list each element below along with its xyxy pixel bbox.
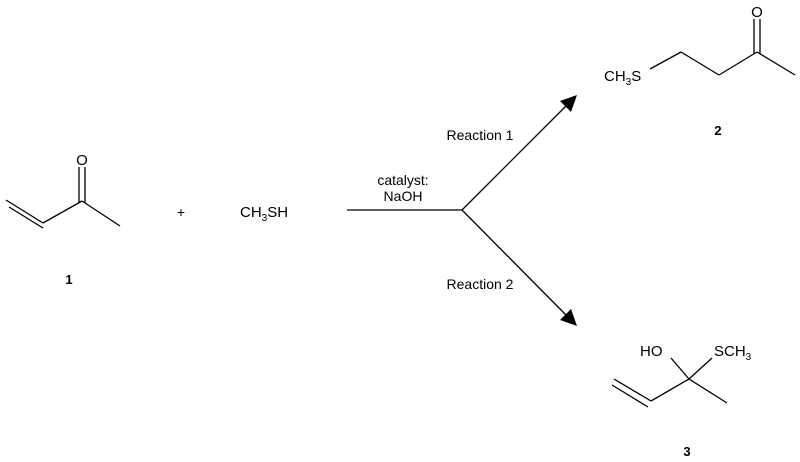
- group-s: S: [631, 68, 641, 85]
- oxygen-atom: O: [76, 152, 88, 169]
- formula-subscript: 3: [262, 213, 268, 224]
- bond-carbonyl-methyl: [756, 51, 796, 76]
- arrowhead-down: [560, 309, 577, 326]
- bond-vinyl-double-a: [613, 378, 652, 402]
- compound-2: O CH3S 2: [604, 4, 796, 138]
- bond-ch2-ch2: [680, 51, 720, 76]
- bond-vinyl-double-a: [5, 199, 44, 224]
- group-sch: SCH: [714, 343, 746, 360]
- hydroxyl-group: HO: [640, 343, 663, 360]
- arrow-branch-up: [461, 105, 567, 211]
- bond-vinyl-double-b: [611, 384, 649, 408]
- methylthio-group: SCH3: [714, 343, 752, 363]
- bond-quaternary-s: [688, 357, 713, 380]
- bond-s-ch2: [649, 51, 682, 70]
- bond-quaternary-oh: [670, 357, 690, 380]
- formula-ch: CH: [240, 204, 262, 221]
- methanethiol-formula: CH3SH: [240, 204, 288, 224]
- group-subscript: 3: [746, 352, 752, 363]
- group-subscript: 3: [626, 77, 632, 88]
- compound-1: O 1: [5, 152, 121, 287]
- arrowhead-up: [560, 95, 577, 112]
- condition-base: NaOH: [384, 188, 423, 204]
- bond-ch-quaternary: [650, 378, 690, 402]
- condition-catalyst: catalyst:: [377, 172, 428, 188]
- oxygen-atom: O: [751, 4, 763, 21]
- methylthio-group: CH3S: [604, 68, 641, 88]
- formula-sh: SH: [267, 204, 288, 221]
- bond-vinyl-double-b: [8, 206, 44, 229]
- compound-number-2: 2: [714, 123, 721, 138]
- bond-ch2-carbonyl: [718, 51, 758, 76]
- compound-3: HO SCH3 3: [611, 343, 752, 459]
- bond-carbonyl-methyl: [81, 200, 121, 227]
- compound-number-3: 3: [683, 444, 690, 459]
- arrow-branch-down: [461, 209, 567, 316]
- bond-ch-carbonyl: [42, 200, 83, 224]
- branching-arrow: [347, 95, 577, 326]
- reaction-1-label: Reaction 1: [447, 127, 514, 143]
- bond-quaternary-methyl: [688, 378, 728, 404]
- compound-number-1: 1: [65, 272, 72, 287]
- plus-sign: +: [177, 204, 185, 220]
- group-ch: CH: [604, 68, 626, 85]
- reaction-2-label: Reaction 2: [447, 276, 514, 292]
